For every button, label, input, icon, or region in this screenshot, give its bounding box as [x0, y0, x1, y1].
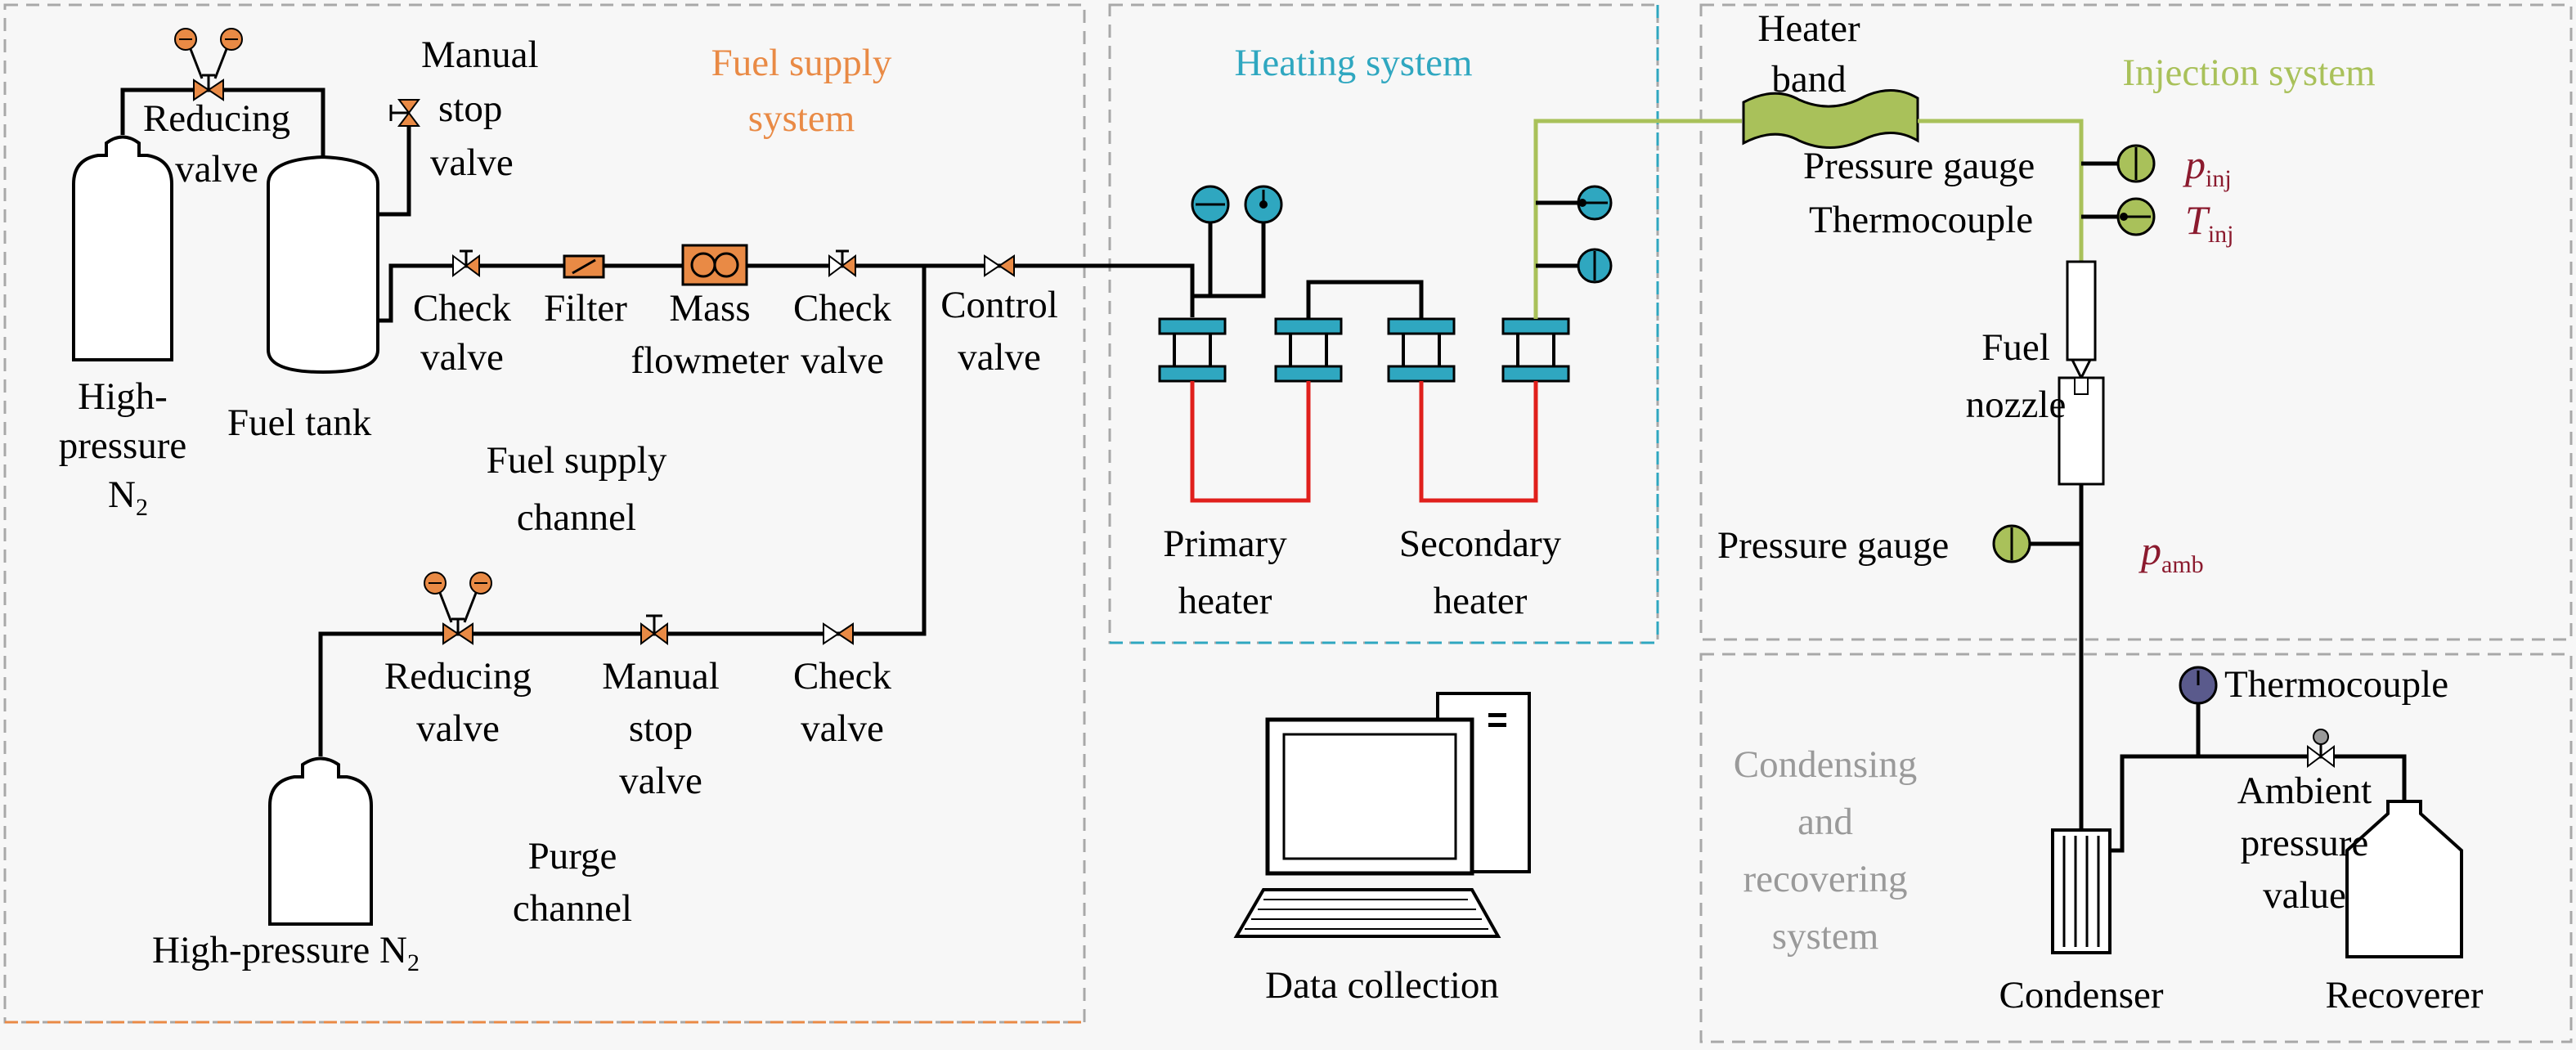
ambient-pressure-gauge [1992, 524, 2031, 563]
computer-icon [1233, 692, 1531, 938]
purge-channel-label-2: channel [513, 887, 632, 930]
mass-flowmeter-icon [681, 244, 748, 286]
condensing-system-title-4: system [1772, 915, 1879, 958]
manual-stop-valve-bottom-label-3: valve [619, 760, 702, 802]
mass-flowmeter-label-2: flowmeter [631, 339, 788, 382]
data-collection-label: Data collection [1265, 964, 1499, 1007]
manual-stop-valve-bottom-label-2: stop [629, 707, 693, 750]
check-valve-1 [451, 249, 481, 277]
recoverer-label: Recoverer [2325, 974, 2483, 1016]
ambient-pressure-valve-label-3: value [2263, 874, 2346, 917]
ambient-pressure-valve-label-1: Ambient [2237, 770, 2372, 812]
primary-heater-unit-1 [1158, 317, 1227, 383]
n2-bottle-top [72, 135, 173, 361]
injection-thermocouple-label: Thermocouple [1809, 199, 2033, 241]
heating-pressure-gauge-2 [1577, 248, 1613, 284]
manual-stop-valve-bottom [640, 614, 669, 645]
reducing-valve-bottom-label-1: Reducing [384, 655, 532, 698]
heating-boundary [1108, 3, 1659, 644]
heating-pressure-gauge [1191, 185, 1230, 224]
check-valve-2-label-2: valve [801, 339, 884, 382]
heater-band-label-1: Heater [1757, 7, 1860, 50]
manual-stop-valve-top [389, 98, 420, 128]
ambient-pressure-gauge-label: Pressure gauge [1717, 524, 1949, 567]
manual-stop-valve-bottom-label-1: Manual [602, 655, 720, 698]
fuel-supply-system-title-1: Fuel supply [711, 42, 892, 84]
manual-stop-valve-top-label-3: valve [430, 141, 514, 184]
p-inj-label: pinj [2183, 141, 2232, 192]
secondary-heater-unit-1 [1387, 317, 1456, 383]
check-valve-purge-label-2: valve [801, 707, 884, 750]
ambient-pressure-valve-icon [2307, 729, 2335, 768]
heater-band-label-2: band [1771, 58, 1846, 101]
reducing-valve-bottom-label-2: valve [416, 707, 500, 750]
injection-boundary [1699, 3, 2573, 641]
fuel-tank-label: Fuel tank [227, 402, 372, 444]
injection-system-title: Injection system [2122, 52, 2375, 94]
primary-heater-unit-2 [1274, 317, 1343, 383]
purge-channel-label-1: Purge [528, 835, 617, 877]
mass-flowmeter-label-1: Mass [669, 287, 750, 330]
condenser-icon [2051, 828, 2112, 954]
reducing-valve-top-label-2: valve [175, 148, 258, 191]
control-valve-label-1: Control [940, 284, 1058, 326]
recoverer-icon [2345, 800, 2463, 958]
injection-thermocouple [2116, 197, 2156, 236]
heater-band-icon [1742, 88, 1919, 149]
control-valve-label-2: valve [958, 336, 1041, 379]
primary-heater-label-2: heater [1178, 580, 1272, 622]
check-valve-2-label-1: Check [793, 287, 892, 330]
control-valve [984, 255, 1015, 276]
check-valve-purge-label-1: Check [793, 655, 892, 698]
recovery-thermocouple-label: Thermocouple [2224, 663, 2448, 706]
injection-pressure-gauge-label: Pressure gauge [1803, 145, 2035, 187]
secondary-heater-unit-2 [1501, 317, 1570, 383]
filter-icon [563, 254, 605, 279]
check-valve-purge [823, 623, 854, 644]
fuel-supply-channel-label-1: Fuel supply [487, 439, 667, 482]
condensing-system-title-3: recovering [1744, 858, 1908, 900]
filter-label: Filter [544, 287, 627, 330]
fuel-nozzle-icon [2058, 260, 2105, 486]
fuel-nozzle-label-1: Fuel [1981, 326, 2050, 369]
fuel-nozzle-label-2: nozzle [1966, 384, 2067, 426]
n2-bottle-bottom [268, 756, 373, 926]
condensing-system-title-2: and [1797, 801, 1853, 843]
check-valve-1-label-1: Check [413, 287, 512, 330]
p-amb-label: pamb [2138, 527, 2204, 578]
condensing-system-title-1: Condensing [1734, 743, 1918, 786]
n2-top-label-1: High- [78, 375, 168, 418]
n2-top-label-3: N2 [108, 473, 148, 521]
n2-top-label-2: pressure [59, 424, 187, 467]
manual-stop-valve-top-label-1: Manual [421, 34, 539, 76]
secondary-heater-label-2: heater [1434, 580, 1528, 622]
heating-system-title: Heating system [1234, 42, 1472, 84]
reducing-valve-top-label-1: Reducing [143, 97, 290, 140]
t-inj-label: Tinj [2185, 197, 2233, 248]
primary-heater-label-1: Primary [1163, 523, 1287, 565]
check-valve-2 [828, 249, 857, 277]
condensing-boundary [1699, 653, 2573, 1043]
check-valve-1-label-2: valve [420, 336, 504, 379]
fuel-supply-channel-label-2: channel [517, 496, 636, 539]
fuel-tank [267, 155, 379, 375]
n2-bottom-label: High-pressure N2 [152, 929, 420, 976]
injection-pressure-gauge [2116, 144, 2156, 183]
condenser-label: Condenser [1999, 974, 2163, 1016]
recovery-thermocouple [2179, 666, 2218, 705]
manual-stop-valve-top-label-2: stop [438, 88, 502, 130]
heating-thermocouple [1244, 185, 1283, 224]
ambient-pressure-valve-label-2: pressure [2241, 822, 2369, 864]
fuel-supply-system-title-2: system [748, 97, 855, 140]
secondary-heater-label-1: Secondary [1399, 523, 1562, 565]
heating-thermocouple-2 [1577, 185, 1613, 221]
